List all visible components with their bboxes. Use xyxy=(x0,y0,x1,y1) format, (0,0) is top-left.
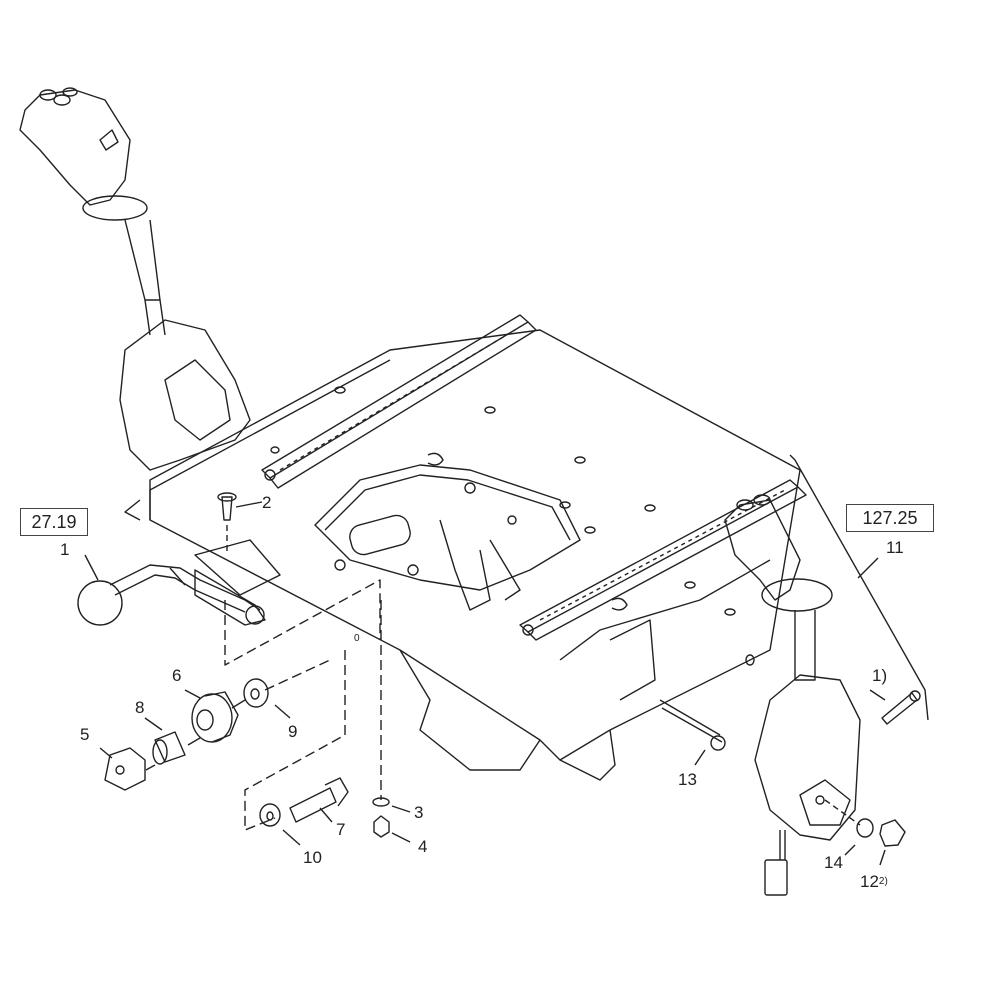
callout-9: 9 xyxy=(288,722,298,741)
washer-14 xyxy=(856,818,874,838)
callout-14: 14 xyxy=(824,853,843,872)
bushing-parts xyxy=(99,678,291,791)
left-joystick xyxy=(19,87,251,471)
callout-12: 122) xyxy=(860,873,888,891)
right-joystick xyxy=(724,494,861,896)
handle-assembly xyxy=(77,492,281,626)
callout-4: 4 xyxy=(418,837,428,856)
callout-11: 11 xyxy=(886,538,904,557)
callout-3: 3 xyxy=(414,803,424,822)
callout-10: 10 xyxy=(303,848,322,867)
callout-7: 7 xyxy=(336,820,346,839)
callout-12-number: 12 xyxy=(860,872,879,891)
threaded-rod xyxy=(659,699,721,736)
nut-12 xyxy=(879,819,906,847)
callout-6: 6 xyxy=(172,666,182,685)
callout-note-1: 1) xyxy=(872,666,888,685)
reference-box-left: 27.19 xyxy=(20,508,88,536)
nut-13 xyxy=(710,735,726,751)
leader-11 xyxy=(857,557,879,579)
callout-13: 13 xyxy=(678,770,697,789)
reference-box-right: 127.25 xyxy=(846,504,934,532)
assembly-bracket-line xyxy=(789,454,929,721)
small-mark: 0 xyxy=(354,633,360,644)
callout-8: 8 xyxy=(135,698,145,717)
bolt-washer-nut xyxy=(259,777,411,846)
seat-base-platform xyxy=(124,329,801,781)
bolt-note-1 xyxy=(869,689,921,725)
guide-line xyxy=(224,579,381,666)
callout-5: 5 xyxy=(80,725,90,744)
callout-2: 2 xyxy=(262,493,272,512)
callout-1: 1 xyxy=(60,540,70,559)
callout-12-note: 2) xyxy=(878,876,888,887)
seat-rails xyxy=(261,314,807,641)
